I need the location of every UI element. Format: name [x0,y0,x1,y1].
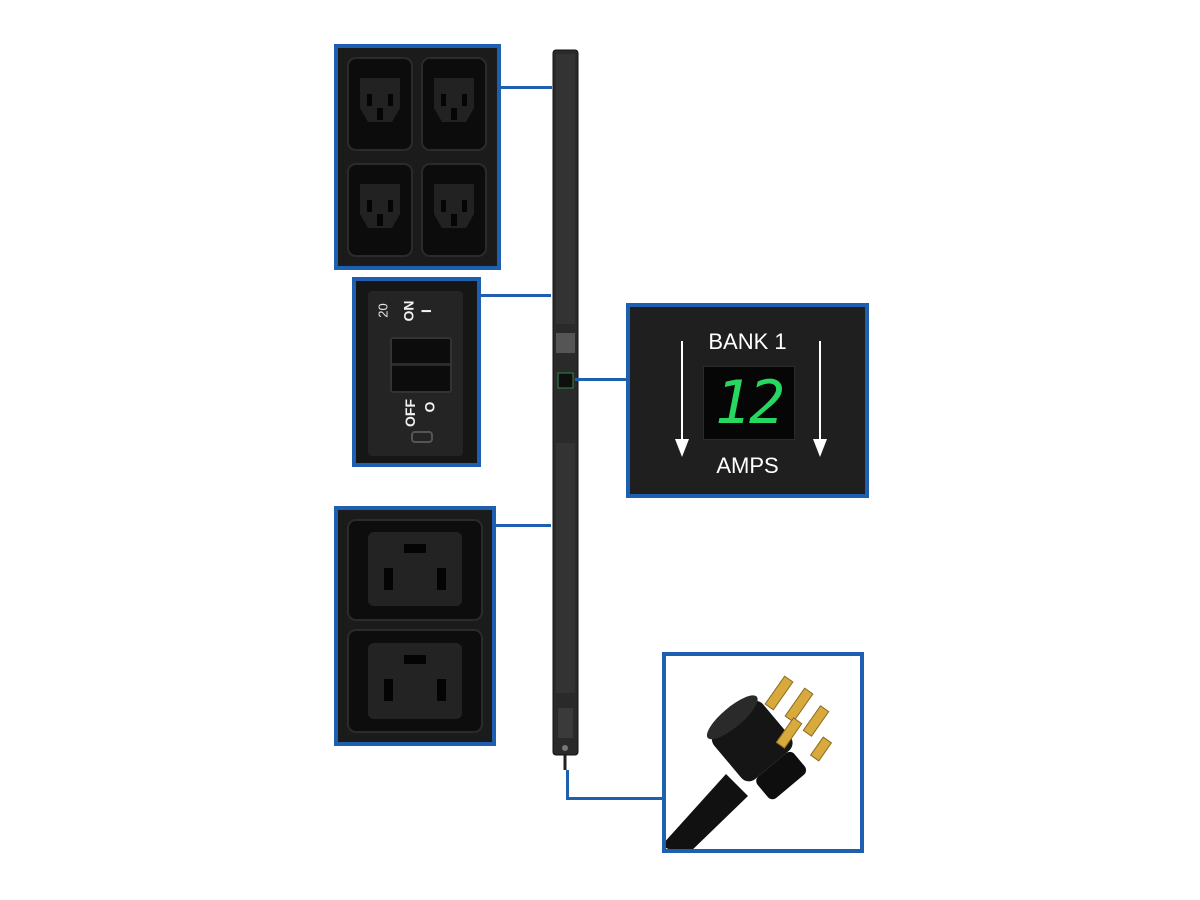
c13-outlets-icon [338,48,497,266]
amp-reading: 12 [714,368,785,438]
breaker-callout: 20 ON I OFF O [352,277,481,467]
breaker-rating-label: 20 [375,303,391,318]
amp-display: 12 [703,366,795,440]
strip-breaker-icon [556,333,575,353]
arrow-down-right-icon [813,341,827,457]
locking-plug-icon [661,675,833,856]
breaker-off-label: OFF [402,399,418,427]
breaker-on-symbol: I [417,309,434,313]
arrow-down-left-icon [675,341,689,457]
amps-label: AMPS [716,453,779,478]
breaker-off-symbol: O [421,401,438,413]
breaker-on-label: ON [400,300,417,322]
bank-label: BANK 1 [708,329,787,354]
c13-outlets-callout [334,44,501,270]
strip-display-icon [557,372,574,389]
plug-callout [661,652,864,856]
c19-outlets-icon [338,510,492,742]
amp-meter-callout: BANK 1 12 AMPS [626,303,869,498]
pdu-strip [552,49,579,770]
breaker-switch[interactable] [390,337,452,393]
c19-outlets-callout [334,506,496,746]
